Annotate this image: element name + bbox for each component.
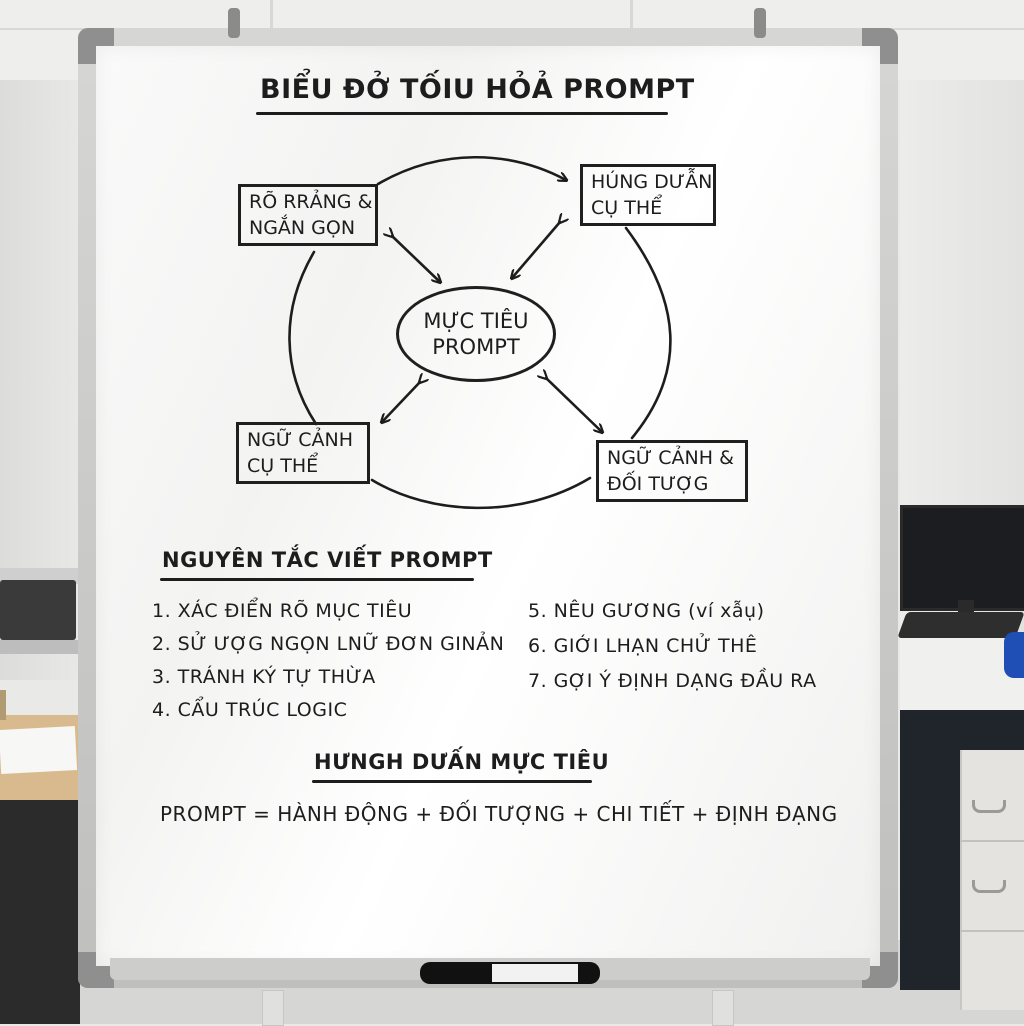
drawer-seam <box>960 930 1024 932</box>
blue-object <box>1004 632 1024 678</box>
ceiling-seam <box>630 0 633 30</box>
principle-item: 5. NÊU GƯƠNG (ví xẫụ) <box>528 600 765 622</box>
principle-item: 7. GỢI Ý ĐỊNH DẠNG ĐẦU RA <box>528 670 817 692</box>
whiteboard <box>96 46 880 966</box>
mug <box>0 690 6 720</box>
right-desk <box>900 632 1024 712</box>
node-center-line1: MỰC TIÊU <box>423 309 529 333</box>
principles-underline <box>160 578 474 581</box>
node-bottom-left: NGỮ CẢNH CỤ THỂ <box>236 422 370 484</box>
loop-arc-top <box>376 156 566 186</box>
node-top-right: HÚNG DƯẪN CỤ THỂ <box>580 164 716 226</box>
node-bottom-right-line2: ĐỐI TƯỢG <box>607 473 709 495</box>
board-clip <box>754 8 766 38</box>
principle-item: 3. TRÁNH KÝ TỰ THỪA <box>152 666 376 688</box>
board-title: BIỂU ĐỞ TỐIU HỎẢ PROMPT <box>260 74 695 105</box>
principle-item: 1. XÁC ĐIỂN RÕ MỤC TIÊU <box>152 600 413 622</box>
loop-arc-right <box>624 226 672 440</box>
title-underline <box>256 112 668 115</box>
node-top-left-line2: NGẮN GỌN <box>249 217 356 239</box>
arrow-bottom-left <box>382 382 420 422</box>
drawer-handle <box>972 800 1006 813</box>
node-center-line2: PROMPT <box>432 335 520 359</box>
board-clip <box>228 8 240 38</box>
ceiling-seam <box>270 0 273 30</box>
node-top-left-line1: RÕ RRẢNG & <box>249 191 373 213</box>
arrow-top-left <box>392 236 440 282</box>
marker-label <box>492 964 578 982</box>
node-bottom-left-line1: NGỮ CẢNH <box>247 429 354 451</box>
node-top-right-line1: HÚNG DƯẪN <box>591 171 713 193</box>
node-bottom-right: NGỮ CẢNH & ĐỐI TƯỢG <box>596 440 748 502</box>
left-desk-cabinet <box>0 800 80 1024</box>
loop-arc-left <box>288 250 318 426</box>
guide-heading: HƯNGH DƯẤN MỰC TIÊU <box>314 750 610 774</box>
principle-item: 6. GIỚI LHẠN CHỬ THÊ <box>528 635 758 657</box>
printer <box>0 580 76 640</box>
drawer-unit <box>960 750 1024 1010</box>
arrow-top-right <box>512 222 560 278</box>
monitor <box>900 505 1024 611</box>
node-top-left: RÕ RRẢNG & NGẮN GỌN <box>238 184 378 246</box>
node-bottom-left-line2: CỤ THỂ <box>247 455 319 477</box>
principle-item: 2. SỬ ƯỢG NGỌN LNỮ ĐƠN GINẢN <box>152 633 505 655</box>
shelf <box>0 640 80 654</box>
arrow-bottom-right <box>546 378 602 432</box>
node-center: MỰC TIÊU PROMPT <box>396 286 556 382</box>
prompt-formula: PROMPT = HÀNH ĐỘNG + ĐỐI TƯỢNG + CHI TIẾ… <box>160 802 838 826</box>
node-top-right-line2: CỤ THỂ <box>591 197 663 219</box>
drawer-handle <box>972 880 1006 893</box>
guide-underline <box>312 780 592 783</box>
principle-item: 4. CẨU TRÚC LOGIC <box>152 699 348 721</box>
node-bottom-right-line1: NGỮ CẢNH & <box>607 447 734 469</box>
principles-heading: NGUYÊN TẮC VIẾT PROMPT <box>162 548 493 572</box>
loop-arc-bottom <box>370 476 592 510</box>
drawer-seam <box>960 840 1024 842</box>
